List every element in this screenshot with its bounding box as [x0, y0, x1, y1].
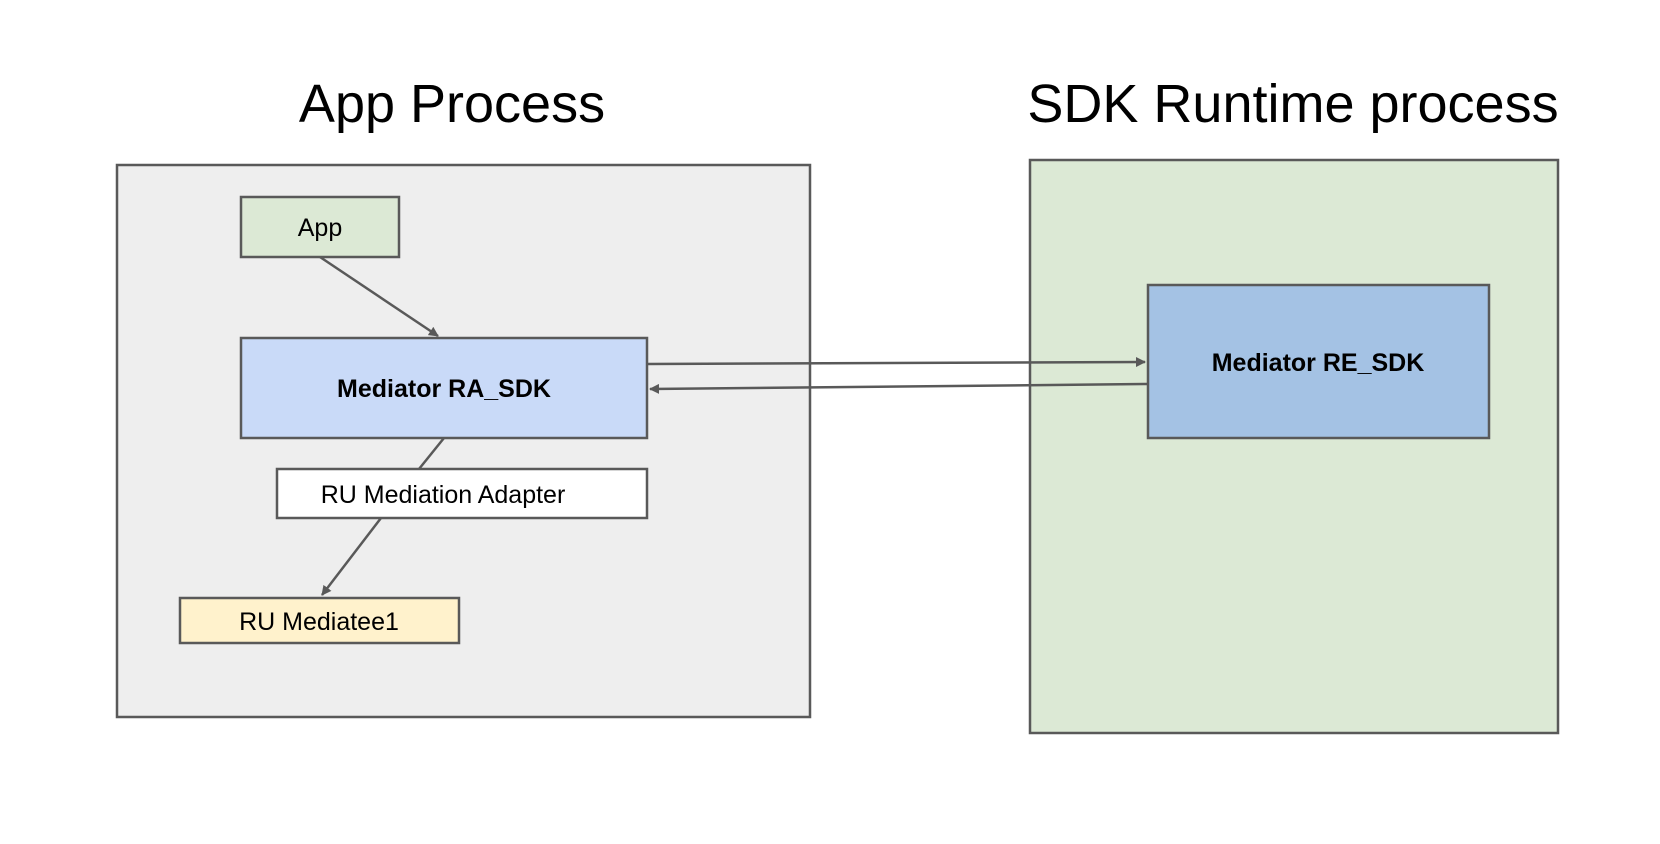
adapter-to-mediatee-arrow: [321, 517, 382, 596]
re-sdk-to-ra-sdk-arrow: [649, 382, 1149, 394]
ra-sdk-to-adapter-line: [418, 437, 445, 470]
mediator-ra-sdk-label: Mediator RA_SDK: [337, 375, 551, 403]
ru-mediatee1-label: RU Mediatee1: [239, 608, 399, 636]
ru-mediatee1-node: [178, 596, 461, 645]
mediator-re-sdk-node: [1146, 283, 1491, 440]
ru-mediation-adapter-label: RU Mediation Adapter: [321, 481, 566, 509]
ru-mediation-adapter-node: [275, 467, 649, 520]
app-to-ra-sdk-arrow: [319, 255, 439, 338]
app-process-title: App Process: [299, 74, 605, 134]
mediator-re-sdk-label: Mediator RE_SDK: [1212, 349, 1425, 377]
ra-sdk-to-re-sdk-arrow: [646, 357, 1146, 368]
app-node-label: App: [298, 214, 342, 242]
mediator-ra-sdk-node: [239, 336, 649, 440]
sdk-runtime-title: SDK Runtime process: [1027, 74, 1558, 134]
app-node: [239, 195, 401, 259]
sdk-runtime-container: [1028, 158, 1560, 735]
